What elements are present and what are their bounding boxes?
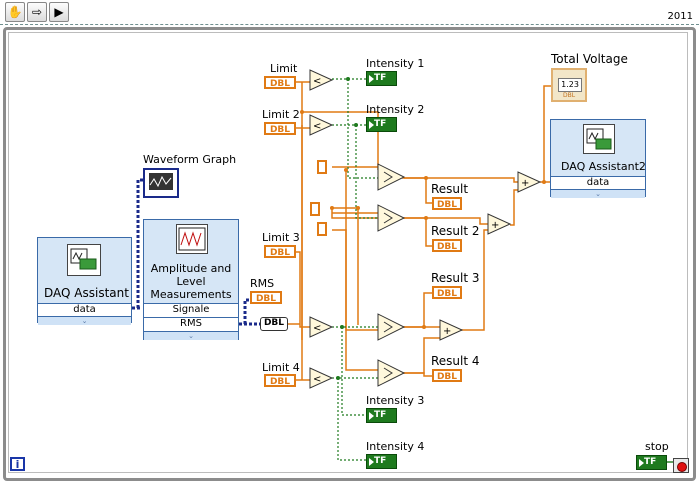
result3-label: Result 3 bbox=[431, 271, 480, 285]
divider bbox=[0, 24, 699, 25]
rms-indicator[interactable]: DBL bbox=[250, 291, 282, 304]
svg-text:<: < bbox=[313, 76, 321, 87]
result4-indicator[interactable]: DBL bbox=[432, 369, 462, 382]
intensity4-indicator[interactable]: TF bbox=[366, 454, 397, 469]
expand-arrow-icon[interactable]: ⌄ bbox=[144, 331, 238, 340]
result2-indicator[interactable]: DBL bbox=[432, 239, 462, 252]
limit2-label: Limit 2 bbox=[262, 108, 300, 121]
result1-label: Result bbox=[431, 182, 469, 196]
waveform-graph-label: Waveform Graph bbox=[143, 153, 237, 166]
daq-assistant2-label: DAQ Assistant2 bbox=[561, 160, 646, 173]
total-voltage-type: DBL bbox=[563, 92, 576, 99]
limit1-terminal[interactable]: DBL bbox=[264, 76, 296, 89]
result2-label: Result 2 bbox=[431, 224, 480, 238]
intensity1-indicator[interactable]: TF bbox=[366, 71, 397, 86]
constant-0-5[interactable] bbox=[310, 202, 320, 216]
amplitude-measurements-node[interactable]: Amplitude and Level Measurements Signale… bbox=[143, 219, 239, 340]
stop-label: stop bbox=[645, 440, 669, 453]
svg-text:<: < bbox=[313, 323, 321, 334]
result1-indicator[interactable]: DBL bbox=[432, 197, 462, 210]
daq-assistant-node[interactable]: DAQ Assistant data ⌄ bbox=[37, 237, 132, 325]
while-loop-inner bbox=[8, 32, 688, 473]
total-voltage-indicator[interactable]: 1.23 DBL bbox=[551, 68, 587, 102]
total-voltage-label: Total Voltage bbox=[551, 52, 628, 66]
daq-assistant2-node[interactable]: DAQ Assistant2 data ⌄ bbox=[550, 119, 646, 198]
intensity2-indicator[interactable]: TF bbox=[366, 117, 397, 132]
stop-control[interactable]: TF bbox=[636, 455, 667, 470]
rms-label: RMS bbox=[250, 277, 275, 290]
limit4-terminal[interactable]: DBL bbox=[264, 374, 296, 387]
daq2-icon bbox=[583, 124, 615, 154]
svg-text:+: + bbox=[521, 178, 529, 189]
toolbar: ✋ ⇨ ▶ 2011 bbox=[0, 0, 699, 24]
hand-tool-icon[interactable]: ✋ bbox=[5, 2, 25, 22]
constant-0[interactable] bbox=[317, 222, 327, 236]
intensity4-label: Intensity 4 bbox=[366, 440, 425, 453]
limit1-label: Limit bbox=[270, 62, 298, 75]
intensity3-label: Intensity 3 bbox=[366, 394, 425, 407]
amplitude-signale-output[interactable]: Signale bbox=[144, 303, 238, 317]
waveform-graph-terminal[interactable] bbox=[143, 168, 179, 198]
amplitude-label-line3: Measurements bbox=[150, 288, 232, 301]
intensity3-indicator[interactable]: TF bbox=[366, 408, 397, 423]
amplitude-icon bbox=[176, 224, 208, 254]
loop-condition-stop-icon[interactable] bbox=[673, 458, 689, 473]
limit4-label: Limit 4 bbox=[262, 361, 300, 374]
version-label: 2011 bbox=[665, 11, 695, 22]
daq-assistant-label: DAQ Assistant bbox=[44, 286, 129, 300]
intensity2-label: Intensity 2 bbox=[366, 103, 425, 116]
svg-text:+: + bbox=[443, 326, 451, 337]
amplitude-label-line1: Amplitude and bbox=[150, 262, 232, 275]
arrow-tool-icon[interactable]: ⇨ bbox=[27, 2, 47, 22]
limit2-terminal[interactable]: DBL bbox=[264, 122, 296, 135]
graph-icon bbox=[149, 173, 173, 190]
run-icon[interactable]: ▶ bbox=[49, 2, 69, 22]
amplitude-label-line2: Level bbox=[176, 275, 206, 288]
svg-text:+: + bbox=[491, 220, 499, 231]
total-voltage-display: 1.23 bbox=[558, 78, 582, 92]
result4-label: Result 4 bbox=[431, 354, 480, 368]
daq-assistant-data-output[interactable]: data bbox=[38, 303, 131, 317]
svg-text:<: < bbox=[313, 121, 321, 132]
daq-icon bbox=[67, 244, 101, 276]
amplitude-rms-output[interactable]: RMS bbox=[144, 317, 238, 331]
amplitude-label: Amplitude and Level Measurements bbox=[144, 262, 238, 301]
constant-2[interactable] bbox=[317, 160, 327, 174]
limit3-terminal[interactable]: DBL bbox=[264, 245, 296, 258]
convert-from-dynamic-data[interactable]: DBL bbox=[260, 317, 288, 331]
expand-arrow-icon[interactable]: ⌄ bbox=[551, 189, 645, 198]
daq-assistant2-data-input[interactable]: data bbox=[551, 176, 645, 190]
iteration-terminal-icon[interactable]: i bbox=[10, 457, 25, 471]
intensity1-label: Intensity 1 bbox=[366, 57, 425, 70]
svg-text:<: < bbox=[313, 374, 321, 385]
expand-arrow-icon[interactable]: ⌄ bbox=[38, 316, 131, 325]
limit3-label: Limit 3 bbox=[262, 231, 300, 244]
result3-indicator[interactable]: DBL bbox=[432, 286, 462, 299]
